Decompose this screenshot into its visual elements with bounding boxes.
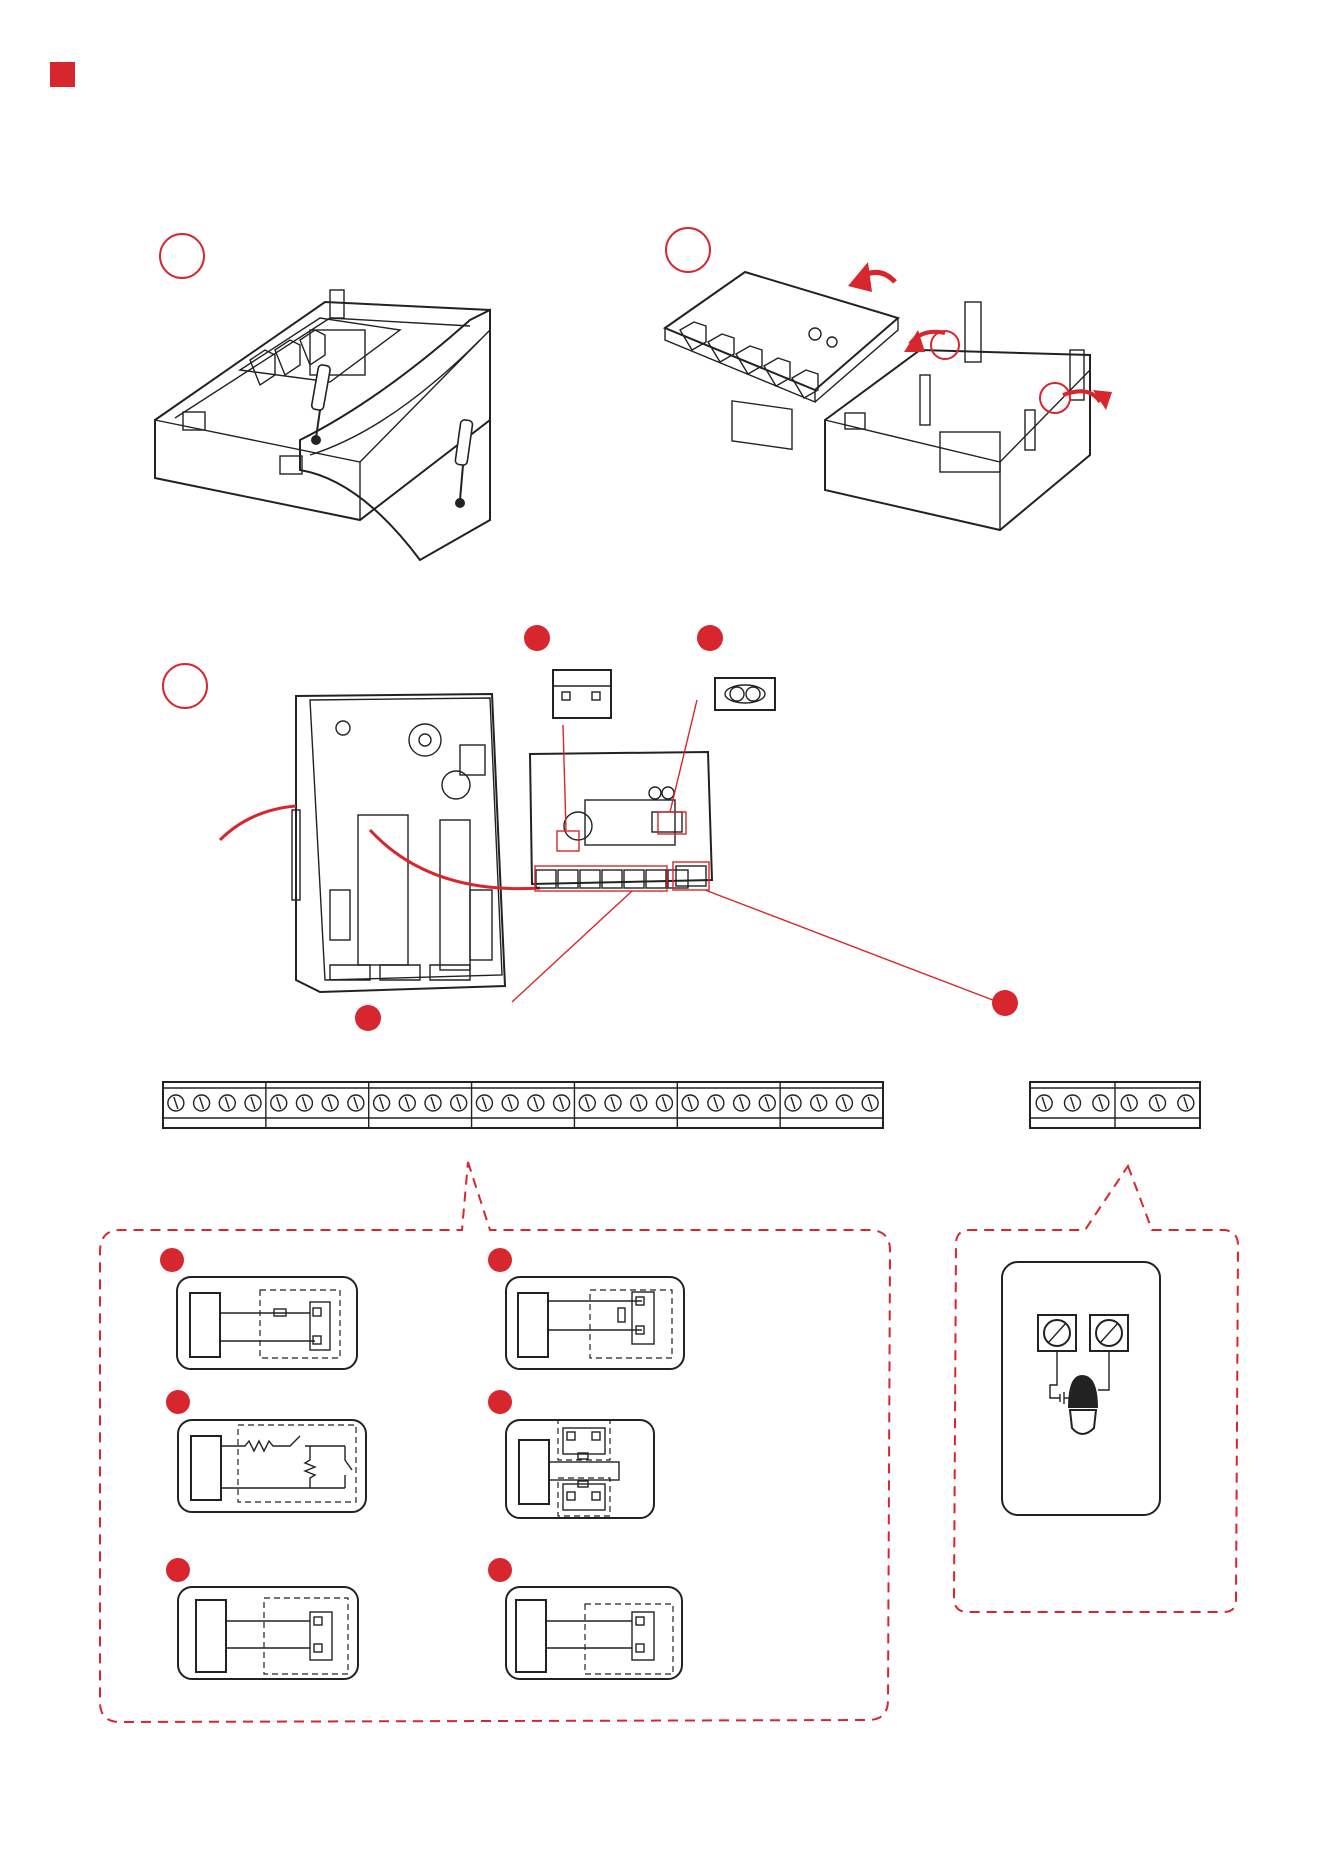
terminal-screw-slot <box>740 1097 744 1109</box>
example-marker-4 <box>488 1390 512 1414</box>
example-marker-1 <box>160 1248 184 1272</box>
terminal-screw-slot <box>637 1097 641 1109</box>
wiring-example-1 <box>160 1248 357 1369</box>
terminal-screw-slot <box>174 1097 178 1109</box>
terminal-screw-slot <box>611 1097 615 1109</box>
step1-illustration <box>155 234 490 560</box>
step1-marker <box>160 234 204 278</box>
terminal-screw-slot <box>868 1097 872 1109</box>
terminal-screw-slot <box>1099 1097 1103 1109</box>
terminal-screw-slot <box>791 1097 795 1109</box>
terminal-screw-slot <box>328 1097 332 1109</box>
example-marker-2 <box>488 1248 512 1272</box>
terminal-screw-slot <box>765 1097 769 1109</box>
wiring-example-5 <box>166 1558 358 1679</box>
step2-illustration <box>665 228 1112 530</box>
terminal-screw-slot <box>405 1097 409 1109</box>
terminal-screw-slot <box>302 1097 306 1109</box>
terminal-screw-slot <box>1071 1097 1075 1109</box>
wiring-example-4 <box>488 1390 654 1518</box>
header-marker <box>50 62 75 87</box>
siren-wiring-detail <box>1002 1262 1160 1515</box>
terminal-screw-slot <box>251 1097 255 1109</box>
terminal-screw-slot <box>225 1097 229 1109</box>
example-marker-6 <box>488 1558 512 1582</box>
terminal-screw-slot <box>1042 1097 1046 1109</box>
example-marker-5 <box>166 1558 190 1582</box>
callout-marker-aux-terminals <box>992 990 1018 1016</box>
step3-illustration <box>163 625 1018 1031</box>
terminal-screw-slot <box>1184 1097 1188 1109</box>
terminal-screw-slot <box>534 1097 538 1109</box>
terminal-screw-slot <box>585 1097 589 1109</box>
terminal-screw-slot <box>200 1097 204 1109</box>
terminal-screw-slot <box>508 1097 512 1109</box>
rotate-arrow-icon <box>848 262 895 292</box>
terminal-screw-slot <box>457 1097 461 1109</box>
terminal-screw-slot <box>482 1097 486 1109</box>
pcb-terminal-row <box>536 866 706 888</box>
terminal-screw-slot <box>1127 1097 1131 1109</box>
terminal-screw-slot <box>714 1097 718 1109</box>
terminal-screw-slot <box>560 1097 564 1109</box>
terminal-screw-slot <box>380 1097 384 1109</box>
terminal-screw-slot <box>1156 1097 1160 1109</box>
connector-detail <box>715 678 775 710</box>
main-terminal-strip <box>163 1082 883 1128</box>
wiring-example-3 <box>166 1390 366 1512</box>
terminal-screw-slot <box>431 1097 435 1109</box>
terminal-screw-slot <box>842 1097 846 1109</box>
terminal-screw-slot <box>688 1097 692 1109</box>
step2-marker <box>666 228 710 272</box>
screwdriver-icon <box>455 419 473 508</box>
terminal-screw-slot <box>277 1097 281 1109</box>
aux-terminal-strip <box>1030 1082 1200 1128</box>
example-marker-3 <box>166 1390 190 1414</box>
terminal-screw-slot <box>354 1097 358 1109</box>
wiring-example-6 <box>488 1558 682 1679</box>
callout-marker-jumper <box>524 625 550 651</box>
terminal-screw-slot <box>817 1097 821 1109</box>
step3-marker <box>163 664 207 708</box>
wiring-example-2 <box>488 1248 684 1369</box>
terminal-screw-slot <box>662 1097 666 1109</box>
callout-marker-main-terminals <box>355 1005 381 1031</box>
jumper-detail <box>553 670 611 718</box>
callout-marker-connector <box>697 625 723 651</box>
